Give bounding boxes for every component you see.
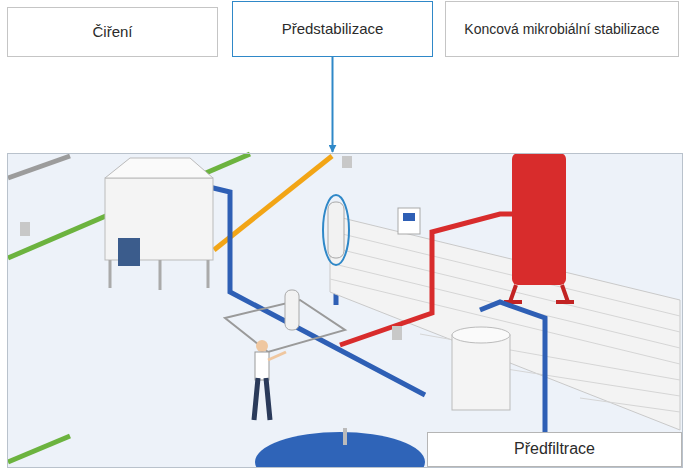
stage-label: Koncová mikrobiální stabilizace: [464, 21, 659, 37]
tank-nozzle: [343, 428, 347, 445]
green-pipe: [8, 436, 70, 462]
stage-label: Čiření: [92, 23, 132, 40]
floor: [7, 153, 683, 468]
stage-label: Předstabilizace: [282, 20, 384, 37]
tank-top: [452, 327, 510, 343]
operator-legs: [254, 378, 270, 420]
flow-arrow: [332, 57, 334, 152]
red-pipe: [340, 214, 512, 345]
blue-tank: [255, 432, 425, 468]
red-tank: [512, 153, 566, 285]
grey-pipe: [8, 156, 70, 178]
valve: [392, 326, 402, 340]
control-screen: [403, 213, 415, 221]
stage-box: Koncová mikrobiální stabilizace: [445, 1, 679, 57]
stage-box: Čiření: [7, 7, 218, 57]
brick-lines: [330, 231, 680, 412]
white-tank: [452, 335, 510, 410]
illustration-panel: Předfiltrace: [7, 153, 683, 468]
highlight-ellipse: [323, 195, 349, 265]
operator-arm: [268, 352, 286, 360]
panel-label: Předfiltrace: [514, 440, 595, 458]
brick-wall: [330, 215, 680, 430]
control-box: [398, 208, 420, 234]
panel-label-box: Předfiltrace: [427, 432, 682, 467]
stage-box-active: Předstabilizace: [232, 1, 433, 57]
filter-housing: [328, 202, 344, 258]
valve: [20, 222, 30, 236]
tank-legs: [504, 285, 574, 302]
control-panel: [118, 238, 140, 266]
filter-housing: [285, 290, 299, 330]
tank-roof: [105, 158, 213, 178]
operator-shirt: [255, 352, 269, 380]
valve: [342, 156, 352, 168]
operator-head: [256, 340, 268, 352]
